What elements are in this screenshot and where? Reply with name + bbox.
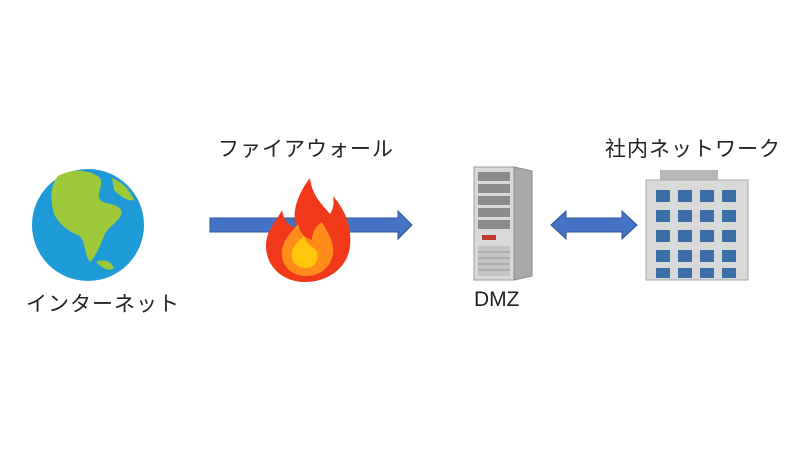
globe-icon bbox=[32, 169, 144, 281]
building-windows bbox=[656, 190, 736, 278]
internet-label: インターネット bbox=[26, 292, 180, 316]
dmz-label: DMZ bbox=[474, 288, 520, 311]
fire-icon bbox=[266, 178, 351, 282]
firewall-label: ファイアウォール bbox=[218, 137, 394, 161]
corporate-network-label: 社内ネットワーク bbox=[605, 137, 781, 161]
building-icon bbox=[645, 170, 749, 281]
arrow-dmz-corporate-bidirectional bbox=[550, 209, 638, 241]
server-icon bbox=[473, 166, 533, 281]
